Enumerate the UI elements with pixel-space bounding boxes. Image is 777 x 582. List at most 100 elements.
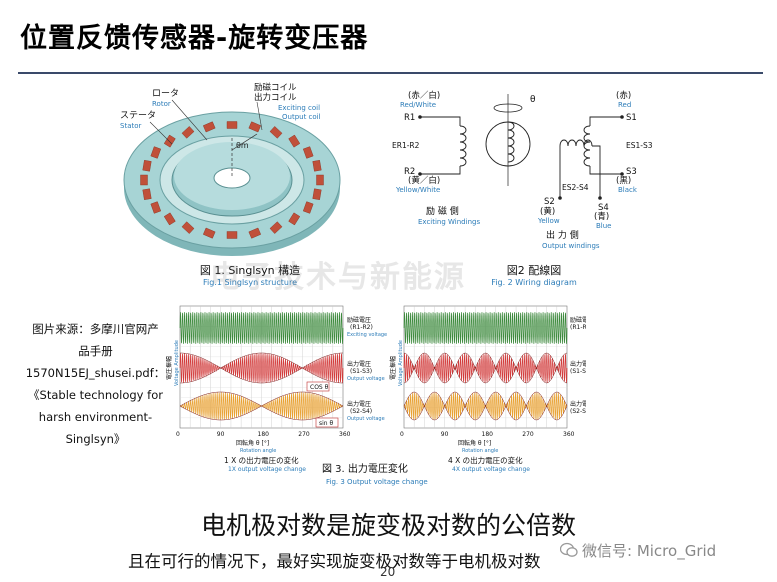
x-tick-label: 360 [339, 431, 351, 438]
source-text: 图片来源：多摩川官网产 品手册 1570N15EJ_shusei.pdf： 《S… [18, 318, 173, 450]
black-en: Black [618, 186, 638, 194]
x-tick-label: 0 [176, 431, 180, 438]
coil-tooth [248, 227, 262, 239]
r1-terminal [418, 115, 422, 119]
rotor-circle [485, 121, 531, 167]
sin-wave-envelope [179, 391, 344, 421]
s2-label: S2 [544, 197, 555, 207]
source-line: 品手册 [78, 344, 113, 358]
s3-terminal [620, 172, 624, 176]
output-coil-jp: 出力コイル [254, 92, 297, 103]
rotor-jp: ロータ [152, 88, 179, 99]
excite-coil-jp: 励磁コイル [254, 82, 297, 93]
x-tick-label: 0 [400, 431, 404, 438]
slide-title: 位置反馈传感器-旋转变压器 [20, 23, 369, 54]
s1-terminal [620, 115, 624, 119]
fig1-caption-jp: 図 1. Singlsyn 構造 [199, 264, 301, 277]
coil-tooth [269, 221, 283, 234]
fig3-waveforms: 電圧振幅 Voltage Amplitude 0 90 180 270 360 励磁電圧… [166, 305, 586, 486]
output-coil-en: Output coil [282, 113, 321, 121]
fig2-caption-en: Fig. 2 Wiring diagram [491, 278, 577, 287]
yellow-en: Yellow [537, 217, 560, 225]
left-out2-jp: 出力電圧 [347, 400, 371, 408]
theta-m-label: θm [236, 141, 249, 150]
coil-tooth [163, 134, 176, 148]
excite-coil-en: Exciting coil [278, 104, 320, 112]
s4-label: S4 [598, 203, 609, 213]
yellow-white: (黄／白) [408, 175, 440, 186]
coil-tooth [288, 212, 301, 226]
coil-tooth [202, 121, 216, 133]
right-out2-jp: 出力電圧 [570, 400, 586, 408]
source-line: 1570N15EJ_shusei.pdf： [25, 366, 166, 380]
source-line: Singlsyn》 [65, 432, 126, 446]
rotor-leader [171, 99, 208, 141]
cos-wave-envelope [403, 352, 568, 384]
ylabel-en: Voltage Amplitude [174, 340, 180, 386]
output-wire-1 [589, 116, 622, 175]
fig1-structure: θm ロータ Rotor ステータ Stator 励磁コイル 出力コイル Exc… [120, 82, 341, 256]
coil-tooth [248, 121, 262, 133]
blue-en: Blue [596, 222, 612, 230]
right-ylabel-jp: 電圧振幅 [389, 356, 397, 380]
coil-tooth [269, 126, 283, 139]
s1-label: S1 [626, 113, 637, 123]
r2-label: R2 [404, 167, 415, 177]
output-coil-2 [559, 139, 593, 147]
cos-wave-envelope [179, 352, 344, 384]
coil-tooth [142, 188, 152, 200]
rotor-en: Rotor [152, 100, 171, 108]
sin-label: sin θ [319, 420, 334, 427]
right-xlabel-jp: 回転角 θ [°] [458, 439, 491, 447]
s2-terminal [558, 196, 562, 200]
coil-tooth [312, 188, 322, 200]
excite-coil [459, 125, 467, 167]
coil-leader [256, 101, 263, 131]
source-line: 图片来源：多摩川官网产 [32, 322, 159, 336]
r2-terminal [418, 172, 422, 176]
subline: 且在可行的情况下，最好实现旋变极对数等于电机极对数 [128, 552, 541, 571]
red-white-en: Red/White [400, 101, 436, 109]
sin-box [315, 417, 339, 428]
source-line: harsh environment- [38, 410, 153, 424]
watermark: 电子技术与新能源 [210, 260, 466, 295]
fig1-caption: 図 1. Singlsyn 構造 Fig.1 Singlsyn structur… [160, 262, 340, 287]
cos-wave [179, 353, 344, 383]
coil-tooth [302, 146, 314, 159]
left-caption-jp: 1 X の出力電圧の変化 [224, 455, 299, 465]
wechat-watermark: 微信号: Micro_Grid [559, 540, 716, 561]
fig2-caption: 図2 配線図 Fig. 2 Wiring diagram [474, 262, 594, 287]
x-tick-label: 90 [441, 431, 449, 438]
stator-jp: ステータ [120, 110, 156, 121]
coil-tooth [150, 146, 162, 159]
excite-wave [179, 312, 344, 344]
coil-tooth [316, 174, 324, 186]
right-out2-code: (S2-S4) [570, 408, 586, 415]
right-excite-code: (R1-R2) [570, 324, 586, 331]
blue: (青) [594, 211, 609, 222]
sin-wave-envelope [403, 391, 568, 421]
s3-label: S3 [626, 167, 637, 177]
wechat-icon [559, 542, 578, 558]
excite-wave [403, 312, 568, 344]
x-tick-label: 270 [298, 431, 310, 438]
fig3-caption-en: Fig. 3 Output voltage change [326, 478, 428, 486]
left-excite-code: (R1-R2) [350, 324, 373, 331]
left-out1-code: (S1-S3) [350, 368, 372, 375]
er-label: ER1-R2 [392, 141, 420, 150]
coil-tooth [140, 174, 148, 186]
x-tick-label: 180 [482, 431, 494, 438]
output-coil-1 [583, 125, 591, 167]
title-rule [18, 72, 763, 74]
right-excite-jp: 励磁電圧 [570, 316, 586, 324]
right-caption-jp: 4 X の出力電圧の変化 [448, 455, 523, 465]
right-xlabel-en: Rotation angle [462, 448, 498, 454]
left-excite-en: Exciting voltage [347, 332, 387, 338]
x-tick-label: 360 [563, 431, 575, 438]
x-tick-label: 180 [258, 431, 270, 438]
left-out2-en: Output voltage [347, 416, 385, 422]
page-number: 20 [380, 565, 396, 579]
fig2-wiring: (赤／白) Red/White R1 ER1-R2 R2 (黄／白) Yello… [392, 90, 653, 250]
right-out1-code: (S1-S3) [570, 368, 586, 375]
